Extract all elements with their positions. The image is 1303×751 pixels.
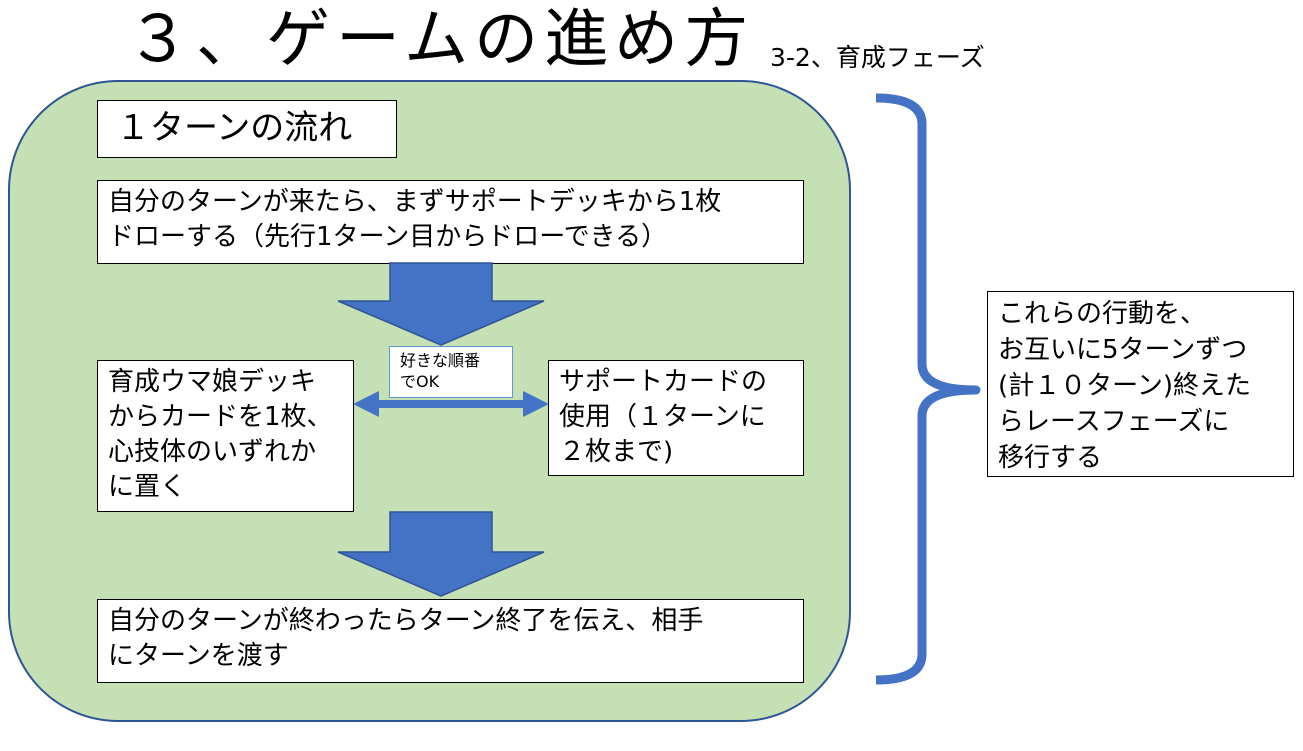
turn-flow-heading: １ターンの流れ xyxy=(97,100,397,158)
note-box: これらの行動を、 お互いに5ターンずつ (計１０ターン)終えた らレースフェーズ… xyxy=(987,291,1294,477)
double-arrow-icon xyxy=(353,391,549,417)
down-arrow-icon xyxy=(337,262,545,346)
step-set-box: 育成ウマ娘デッキ からカードを1枚、 心技体のいずれか に置く xyxy=(97,360,354,512)
any-order-label: 好きな順番 でOK xyxy=(389,346,513,398)
step-end-box: 自分のターンが終わったらターン終了を伝え、相手 にターンを渡す xyxy=(97,599,804,683)
slide-subtitle: 3-2、育成フェーズ xyxy=(770,43,985,72)
slide-title: ３、ゲームの進め方 xyxy=(126,3,755,77)
step-support-box: サポートカードの 使用（１ターンに ２枚まで) xyxy=(548,360,804,476)
step-draw-box: 自分のターンが来たら、まずサポートデッキから1枚 ドローする（先行1ターン目から… xyxy=(97,180,804,264)
right-brace-icon xyxy=(875,93,981,685)
down-arrow-icon xyxy=(337,511,545,597)
